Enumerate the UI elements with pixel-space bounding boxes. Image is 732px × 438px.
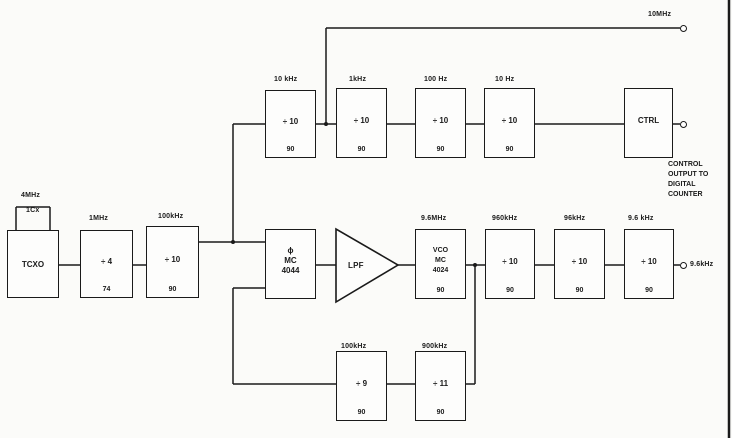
chip-number: 90 bbox=[645, 287, 653, 294]
freq-label-10mhz-out: 10MHz bbox=[648, 11, 672, 18]
freq-label-vco: 9.6MHz bbox=[421, 215, 447, 222]
freq-label-1khz: 1kHz bbox=[349, 76, 367, 83]
divide-by-11-label: ÷ 11 bbox=[432, 379, 449, 389]
junction-dot bbox=[231, 240, 235, 244]
ctrl-label: CTRL bbox=[637, 116, 660, 126]
output-terminal-96khz bbox=[680, 262, 687, 269]
divide-by-10-block: ÷ 10 90 bbox=[415, 88, 466, 158]
freq-label-100khz: 100kHz bbox=[158, 213, 184, 220]
phase-detector-block: ϕ MC 4044 bbox=[265, 229, 316, 299]
divide-by-4-label: ÷ 4 bbox=[100, 257, 113, 267]
divide-by-10-label: ÷ 10 bbox=[571, 257, 588, 267]
crystal-cap-label: 1Cx bbox=[26, 207, 40, 214]
lpf-label: LPF bbox=[348, 261, 364, 270]
freq-label-100khz-fb: 100kHz bbox=[341, 343, 367, 350]
output-terminal-10mhz bbox=[680, 25, 687, 32]
caption-line: DIGITAL bbox=[668, 181, 696, 188]
chip-number: 90 bbox=[436, 409, 445, 416]
ctrl-block: CTRL bbox=[624, 88, 673, 158]
freq-label-10hz: 10 Hz bbox=[495, 76, 515, 83]
tcxo-label: TCXO bbox=[21, 260, 45, 270]
caption-line: OUTPUT TO bbox=[668, 171, 709, 178]
divide-by-10-label: ÷ 10 bbox=[641, 257, 657, 267]
junction-dot bbox=[324, 122, 328, 126]
lpf-amplifier-symbol bbox=[335, 227, 400, 304]
output-label-9-6khz: 9.6kHz bbox=[690, 261, 714, 268]
chip-number: 74 bbox=[102, 286, 111, 293]
divide-by-10-block: ÷ 10 90 bbox=[554, 229, 605, 299]
freq-label-10khz: 10 kHz bbox=[274, 76, 298, 83]
chip-number: 90 bbox=[357, 146, 366, 153]
freq-label-4mhz: 4MHz bbox=[21, 192, 41, 199]
freq-label-1mhz: 1MHz bbox=[89, 215, 109, 222]
chip-number: 90 bbox=[168, 286, 177, 293]
caption-line: CONTROL bbox=[668, 161, 703, 168]
vco-block: VCO MC 4024 90 bbox=[415, 229, 466, 299]
divide-by-10-label: ÷ 10 bbox=[164, 255, 181, 264]
divide-by-9-block: ÷ 9 90 bbox=[336, 351, 387, 421]
divide-by-4-block: ÷ 4 74 bbox=[80, 230, 133, 298]
chip-number: 90 bbox=[506, 287, 514, 294]
divide-by-10-label: ÷ 10 bbox=[282, 117, 299, 127]
chip-number: 90 bbox=[357, 409, 366, 416]
divide-by-10-label: ÷ 10 bbox=[501, 116, 518, 126]
chip-number: 90 bbox=[436, 146, 445, 153]
tcxo-block: TCXO bbox=[7, 230, 59, 298]
chip-number: 90 bbox=[575, 287, 584, 294]
divide-by-10-block: ÷ 10 90 bbox=[484, 88, 535, 158]
freq-label-96khz: 96kHz bbox=[564, 215, 586, 222]
chip-number: 90 bbox=[505, 146, 514, 153]
divide-by-10-label: ÷ 10 bbox=[502, 257, 518, 267]
chip-number: 90 bbox=[286, 146, 295, 153]
divide-by-10-block: ÷ 10 90 bbox=[485, 229, 535, 299]
divide-by-9-label: ÷ 9 bbox=[355, 379, 368, 389]
chip-number: 90 bbox=[436, 287, 445, 294]
caption-line: COUNTER bbox=[668, 191, 703, 198]
freq-label-100hz: 100 Hz bbox=[424, 76, 448, 83]
divide-by-11-block: ÷ 11 90 bbox=[415, 351, 466, 421]
freq-label-9-6khz: 9.6 kHz bbox=[628, 215, 654, 222]
control-output-caption: CONTROL OUTPUT TO DIGITAL COUNTER bbox=[668, 160, 708, 200]
output-terminal-ctrl bbox=[680, 121, 687, 128]
divide-by-10-block: ÷ 10 90 bbox=[336, 88, 387, 158]
freq-label-900khz-fb: 900kHz bbox=[422, 343, 448, 350]
phase-detector-label: ϕ MC 4044 bbox=[281, 246, 300, 276]
divide-by-10-label: ÷ 10 bbox=[353, 116, 370, 126]
vco-label: VCO MC 4024 bbox=[432, 247, 449, 275]
divide-by-10-block: ÷ 10 90 bbox=[624, 229, 674, 299]
divide-by-10-block: ÷ 10 90 bbox=[146, 226, 199, 298]
junction-dot bbox=[473, 263, 477, 267]
divide-by-10-label: ÷ 10 bbox=[432, 116, 449, 126]
divide-by-10-block: ÷ 10 90 bbox=[265, 90, 316, 158]
freq-label-960khz: 960kHz bbox=[492, 215, 518, 222]
